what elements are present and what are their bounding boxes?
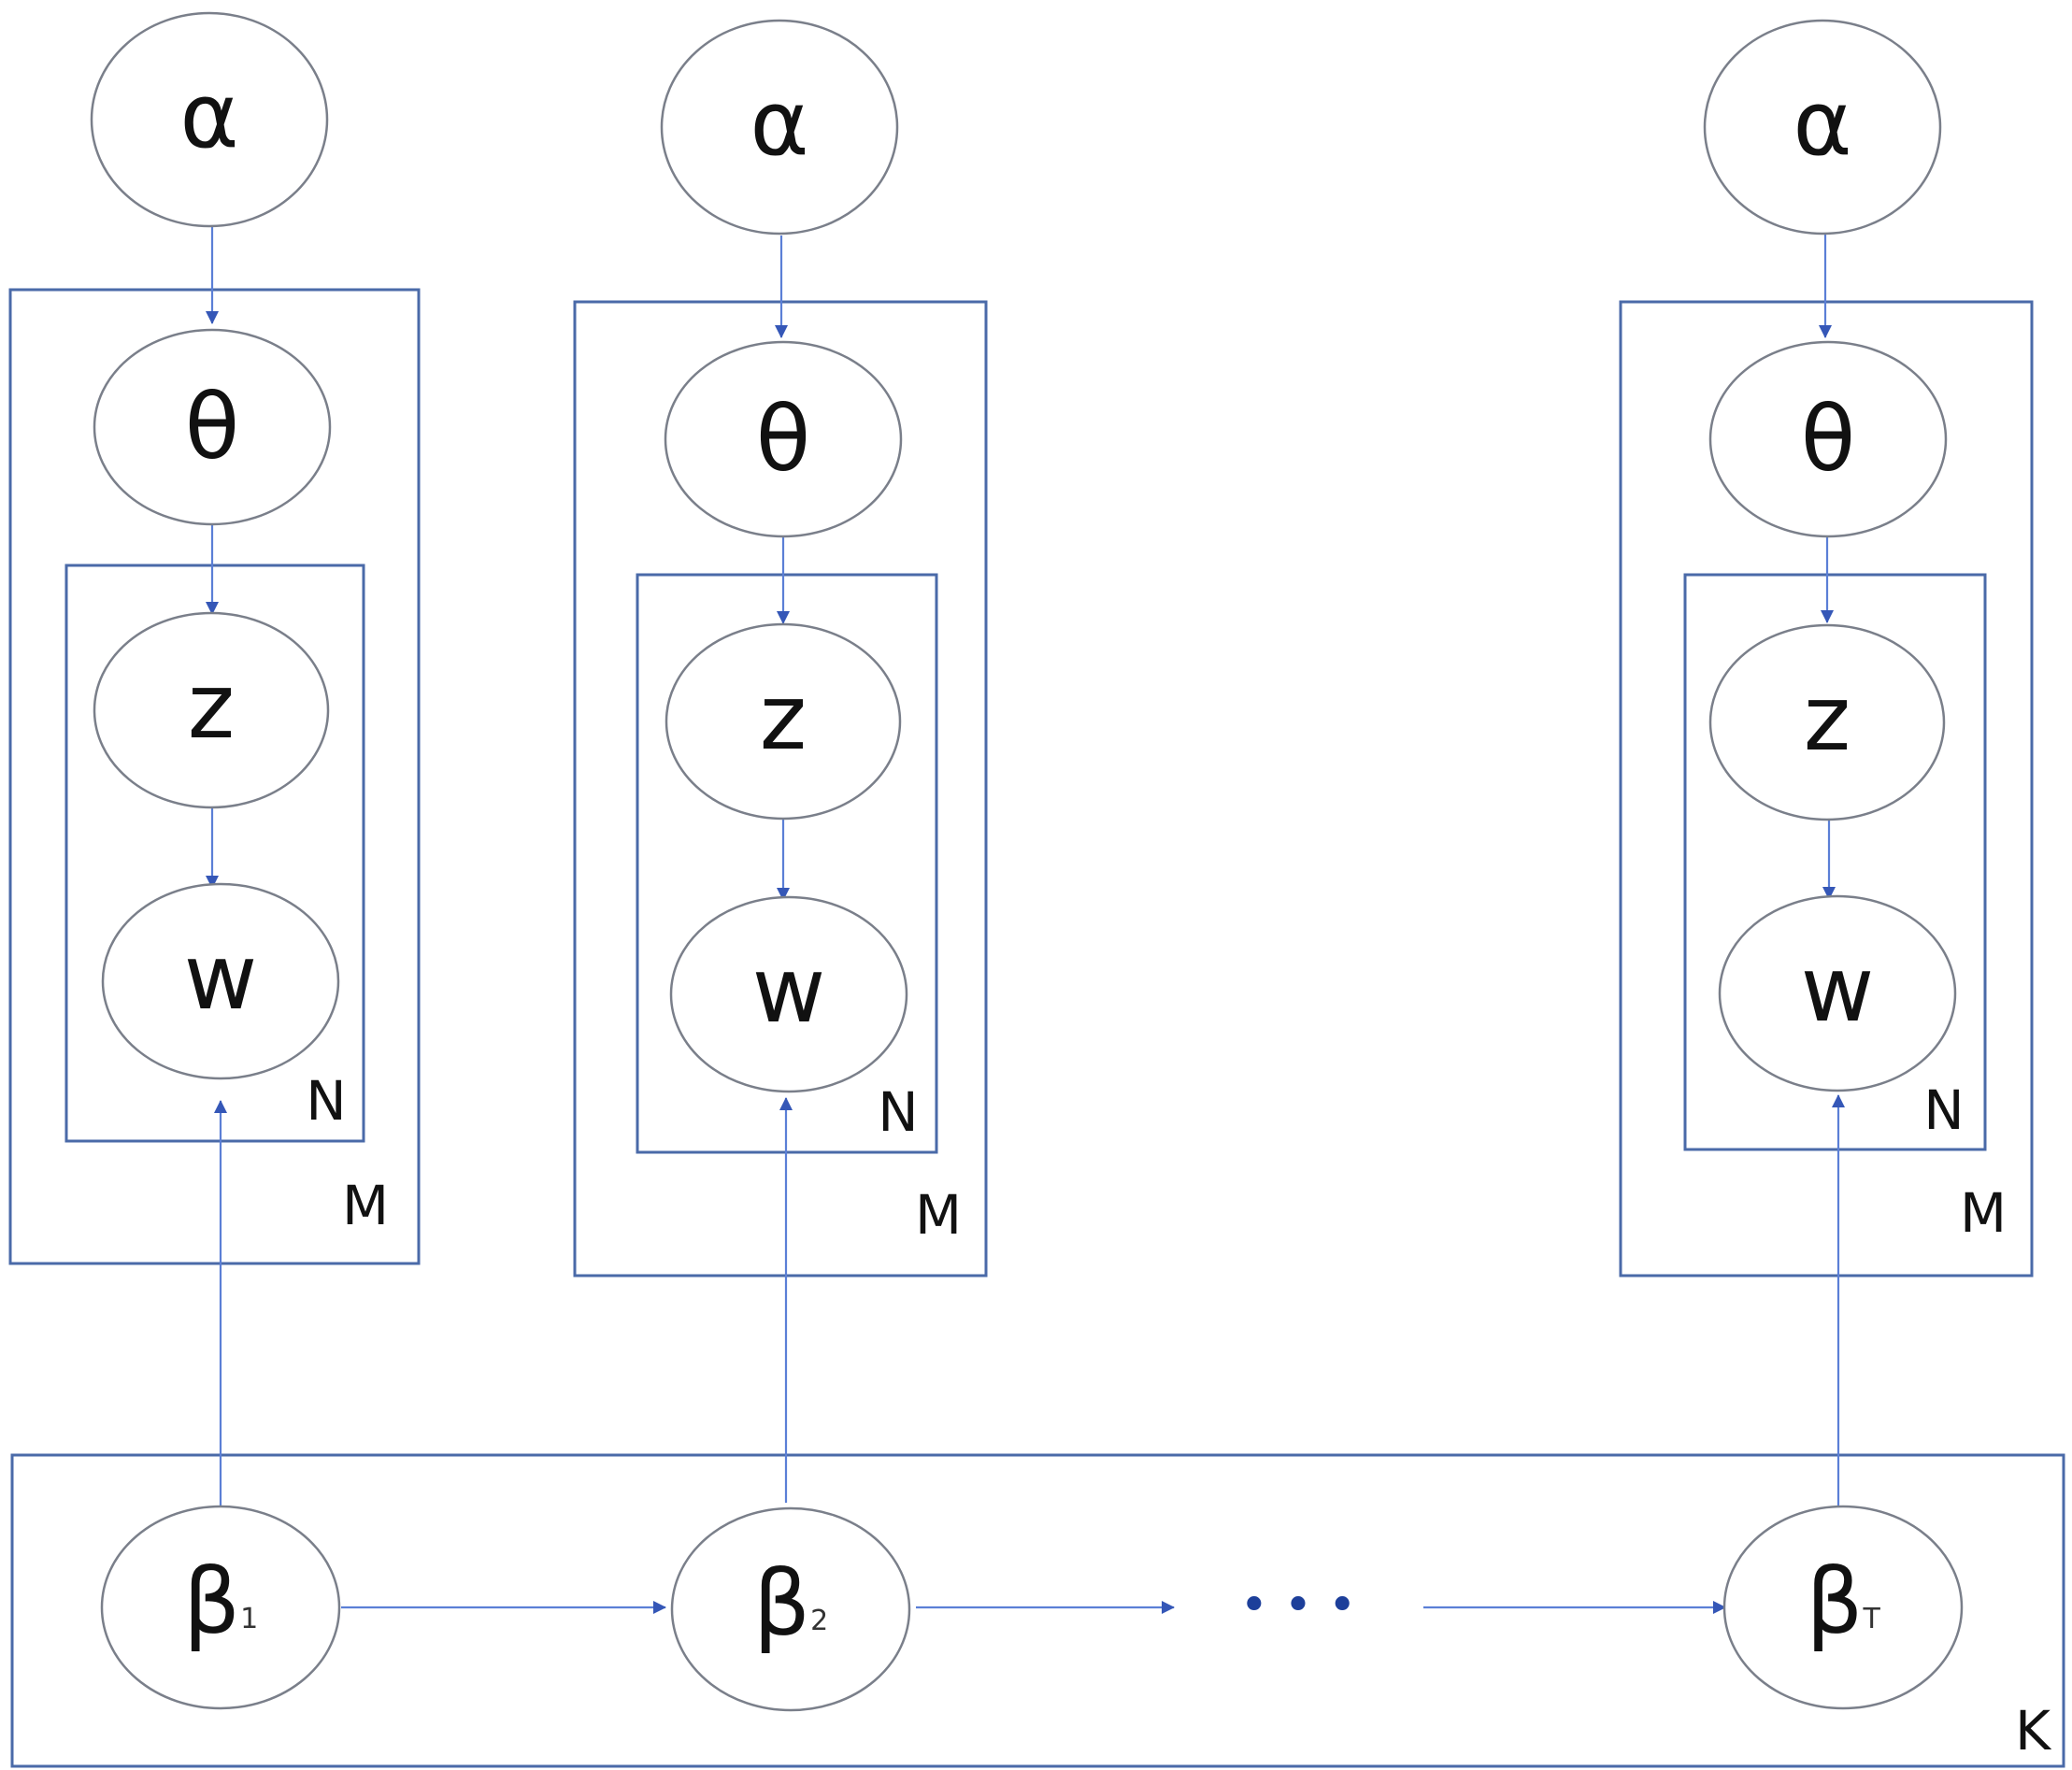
ellipsis: • • •	[1239, 1577, 1356, 1634]
theta-node-3	[1708, 340, 1948, 538]
beta-label-1: β1	[183, 1549, 258, 1654]
beta-label-2: β2	[753, 1551, 828, 1656]
w-node-2	[669, 895, 908, 1093]
beta-node-2	[670, 1506, 911, 1712]
alpha-label-2: α	[750, 71, 808, 176]
z-node-1	[93, 611, 330, 809]
inner-plate-label-1: N	[306, 1069, 346, 1133]
alpha-label-3: α	[1793, 71, 1851, 176]
z-label-2: z	[760, 665, 807, 770]
beta-label-3: βT	[1806, 1549, 1880, 1654]
theta-node-1	[93, 328, 332, 526]
topic-row: β1 β2 • • • βT K	[100, 1505, 2052, 1763]
outer-plate-label-1: M	[342, 1174, 389, 1237]
outer-plate-1	[8, 288, 421, 1265]
outer-plate-label-3: M	[1960, 1181, 2007, 1245]
outer-plate-label-2: M	[915, 1183, 962, 1247]
beta-node-3	[1722, 1505, 1964, 1710]
alpha-label-1: α	[179, 64, 238, 168]
theta-node-2	[664, 340, 903, 538]
inner-plate-3	[1683, 573, 1987, 1151]
column-1: α θ z w N M	[90, 11, 389, 1237]
inner-plate-1	[64, 564, 365, 1143]
w-node-1	[101, 882, 340, 1080]
theta-label-3: θ	[1801, 387, 1856, 492]
z-node-2	[664, 622, 902, 821]
theta-label-2: θ	[756, 387, 811, 492]
column-2: α θ z w N M	[660, 19, 962, 1247]
z-label-1: z	[188, 654, 235, 759]
w-label-3: w	[1801, 937, 1875, 1042]
w-label-1: w	[184, 925, 258, 1030]
alpha-node-2	[660, 19, 899, 236]
w-node-3	[1718, 894, 1957, 1092]
edges-column-2	[775, 236, 793, 1503]
z-node-3	[1708, 623, 1946, 821]
column-3: α θ z w N M	[1703, 19, 2007, 1245]
edges-topic-chain	[341, 1601, 1726, 1614]
alpha-node-3	[1703, 19, 1942, 236]
z-label-3: z	[1804, 666, 1851, 771]
topic-plate	[10, 1453, 2065, 1768]
w-label-2: w	[752, 938, 826, 1043]
inner-plate-label-3: N	[1923, 1078, 1964, 1142]
topic-plate-label: K	[2015, 1699, 2052, 1763]
beta-node-1	[100, 1505, 341, 1710]
theta-label-1: θ	[185, 375, 240, 479]
alpha-node-1	[90, 11, 329, 228]
inner-plate-label-2: N	[878, 1080, 918, 1144]
